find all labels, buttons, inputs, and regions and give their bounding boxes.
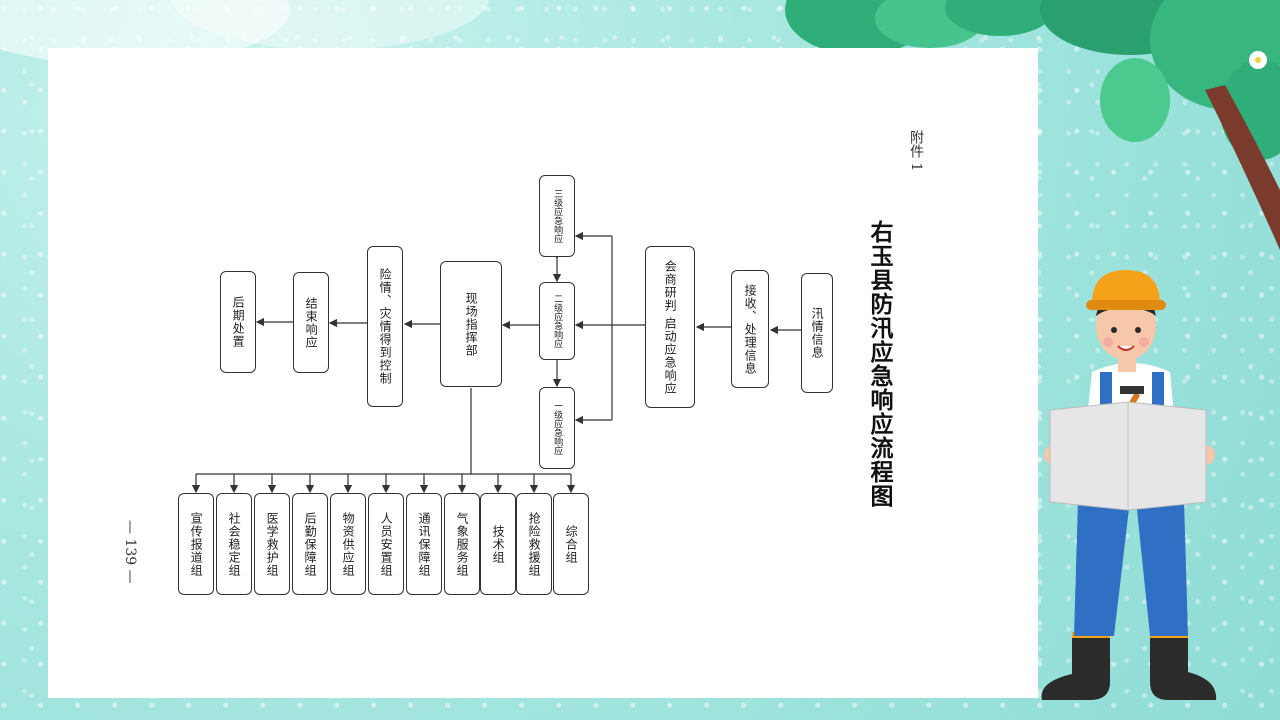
node-field-command: 现场指挥部 [440,261,502,387]
node-flood-info: 汛情信息 [801,273,833,393]
group-supplies: 物资供应组 [330,493,366,595]
node-level-3: 三级应急响应 [539,175,575,257]
group-technical: 技术组 [480,493,516,595]
group-resettlement: 人员安置组 [368,493,404,595]
group-comprehensive: 综合组 [553,493,589,595]
node-receive-process: 接收、处理信息 [731,270,769,388]
group-social-stability: 社会稳定组 [216,493,252,595]
node-level-2: 二级应急响应 [539,282,575,360]
group-rescue: 抢险救援组 [516,493,552,595]
node-consult-judge: 会商研判 启动应急响应 [645,246,695,408]
group-communication: 通讯保障组 [406,493,442,595]
attachment-label: 附件 1 [908,130,924,172]
node-end-response: 结束响应 [293,272,329,373]
node-level-1: 一级应急响应 [539,387,575,469]
group-medical: 医学救护组 [254,493,290,595]
document-title: 右玉县防汛应急响应流程图 [866,220,893,508]
page-number: — 139 — [122,520,138,584]
group-logistics: 后勤保障组 [292,493,328,595]
node-aftermath: 后期处置 [220,271,256,373]
group-publicity: 宣传报道组 [178,493,214,595]
group-meteorology: 气象服务组 [444,493,480,595]
node-control: 险情、灾情得到控制 [367,246,403,407]
